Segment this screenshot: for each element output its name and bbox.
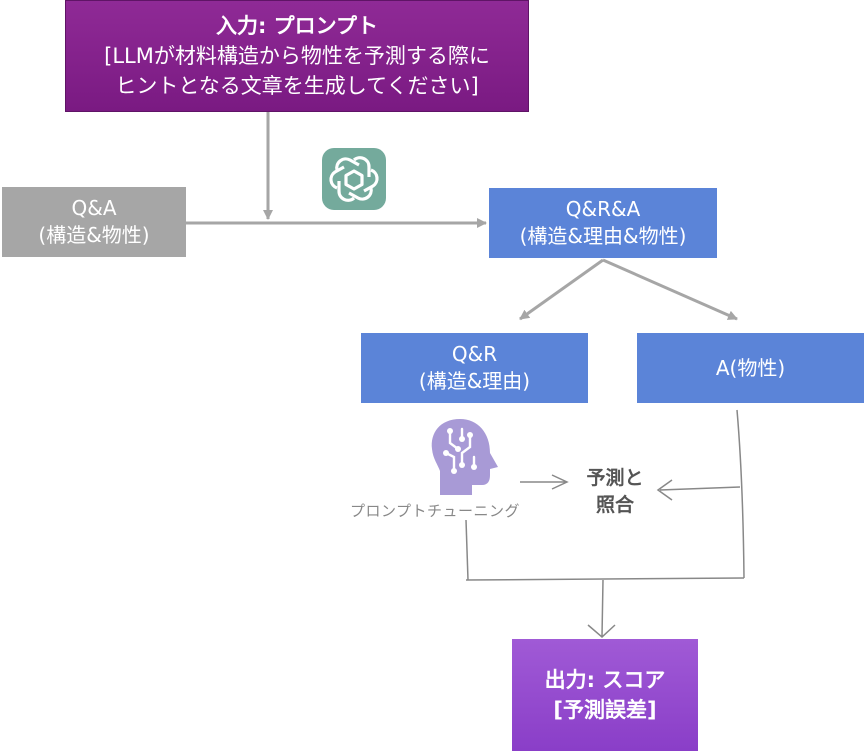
qra-box: Q&R&A (構造&理由&物性) bbox=[489, 188, 717, 258]
qa-line-2: (構造&物性) bbox=[38, 223, 150, 247]
arrow-a-to-compare bbox=[656, 479, 741, 501]
qr-box: Q&R (構造&理由) bbox=[361, 333, 588, 403]
ai-brain-head-icon bbox=[426, 417, 502, 497]
prompt-tuning-label: プロンプトチューニング bbox=[350, 502, 521, 520]
output-line-1: 出力: スコア bbox=[544, 668, 666, 692]
compare-line-2: 照合 bbox=[595, 494, 634, 516]
qr-line-2: (構造&理由) bbox=[418, 369, 531, 393]
compare-line-1: 予測と bbox=[586, 467, 644, 489]
input-line-2: ヒントとなる文章を生成してください] bbox=[115, 74, 479, 98]
input-line-1: [LLMが材料構造から物性を予測する際に bbox=[104, 44, 490, 68]
output-line-2: [予測誤差] bbox=[553, 698, 657, 722]
qa-box: Q&A (構造&物性) bbox=[2, 187, 186, 257]
qra-line-1: Q&R&A bbox=[565, 197, 641, 221]
line-merge bbox=[465, 577, 745, 581]
arrow-qra-to-qr bbox=[519, 258, 604, 321]
input-title: 入力: プロンプト bbox=[215, 14, 379, 38]
qa-line-1: Q&A bbox=[71, 196, 117, 220]
output-score-box: 出力: スコア [予測誤差] bbox=[512, 639, 698, 751]
openai-logo-icon bbox=[322, 148, 386, 210]
arrow-merge-to-output bbox=[587, 579, 616, 639]
qra-line-2: (構造&理由&物性) bbox=[519, 224, 687, 248]
a-line-1: A(物性) bbox=[715, 355, 786, 380]
line-tuning-down bbox=[465, 519, 469, 581]
input-prompt-box: 入力: プロンプト [LLMが材料構造から物性を予測する際に ヒントとなる文章を… bbox=[65, 0, 529, 112]
compare-label: 予測と 照合 bbox=[570, 465, 660, 519]
arrow-qra-to-a bbox=[602, 258, 738, 321]
arrow-tuning-to-compare bbox=[520, 474, 569, 490]
qr-line-1: Q&R bbox=[451, 342, 498, 366]
line-a-down bbox=[736, 409, 745, 579]
a-box: A(物性) bbox=[637, 333, 864, 403]
